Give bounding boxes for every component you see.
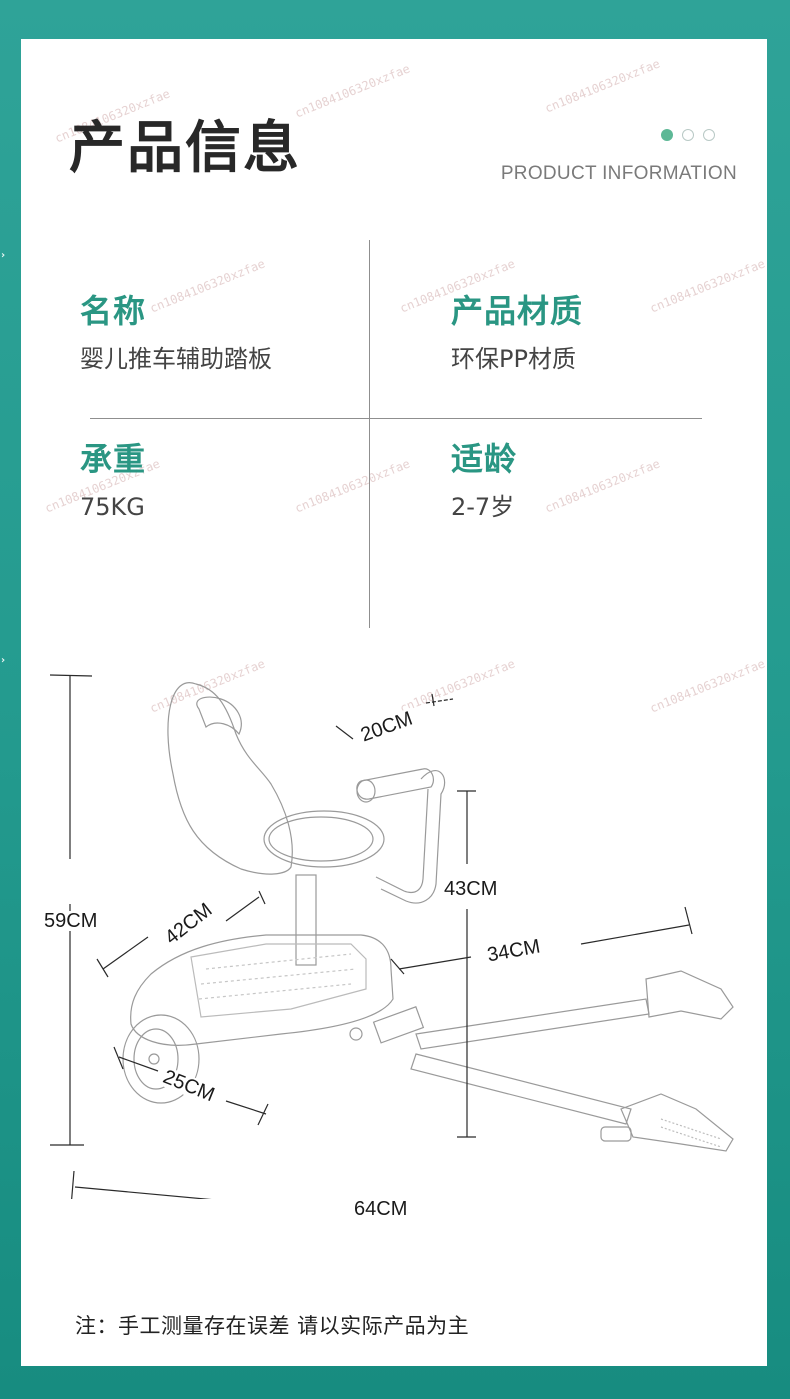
stroller-board-sketch-icon [49, 674, 750, 1237]
grid-divider-horizontal [90, 418, 702, 419]
product-info-card: cn1084106320xzfae cn1084106320xzfae cn10… [21, 39, 767, 1366]
watermark: cn1084106320xzfae [542, 456, 662, 516]
spec-material: 产品材质 环保PP材质 [451, 295, 583, 371]
pager-dots [661, 129, 715, 141]
spec-label: 产品材质 [451, 292, 584, 330]
spec-age: 适龄 2-7岁 [451, 443, 517, 519]
dim-total-height: 59CM [41, 911, 101, 931]
watermark: cn1084106320xzfae [542, 56, 662, 116]
dimension-diagram: 59CM 20CM 43CM 42CM 25CM 34CM 64CM [21, 639, 767, 1237]
pager-dot [703, 129, 715, 141]
spec-name: 名称 婴儿推车辅助踏板 [80, 295, 272, 371]
page-subtitle: PRODUCT INFORMATION [500, 163, 737, 184]
spec-value: 婴儿推车辅助踏板 [80, 345, 272, 373]
grid-divider-vertical [369, 240, 370, 628]
dim-handle-height: 43CM [441, 879, 501, 899]
side-chevron-icon: › [1, 250, 6, 261]
pager-dot-active [661, 129, 673, 141]
spec-label: 承重 [80, 440, 147, 478]
side-chevron-icon: › [1, 655, 6, 666]
pager-dot [682, 129, 694, 141]
watermark: cn1084106320xzfae [292, 61, 412, 121]
spec-value: 环保PP材质 [451, 345, 576, 373]
spec-value: 75KG [80, 493, 145, 521]
spec-value: 2-7岁 [451, 493, 515, 521]
spec-load: 承重 75KG [80, 443, 146, 519]
spec-label: 名称 [80, 292, 147, 330]
dim-total-length: 64CM [351, 1199, 411, 1219]
spec-label: 适龄 [451, 440, 518, 478]
page-title: 产品信息 [69, 116, 301, 181]
watermark: cn1084106320xzfae [292, 456, 412, 516]
watermark: cn1084106320xzfae [647, 256, 767, 316]
measurement-note: 注：手工测量存在误差 请以实际产品为主 [75, 1314, 470, 1338]
